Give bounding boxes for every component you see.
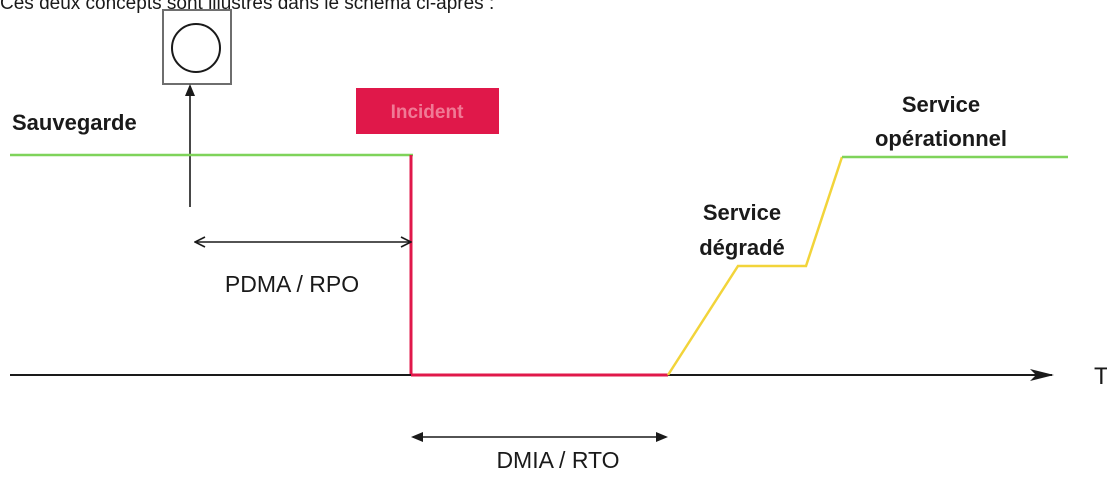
degraded-recovery-line <box>666 156 844 376</box>
incident-label: Incident <box>391 102 465 123</box>
backup-storage-icon <box>162 9 232 85</box>
incident-box <box>356 88 499 134</box>
time-axis-label: T <box>1094 363 1107 390</box>
service-degraded-label-line2: dégradé <box>699 235 785 260</box>
service-operational-label-line2: opérationnel <box>875 126 1007 151</box>
caption-text: Ces deux concepts sont illustrés dans le… <box>0 0 494 14</box>
service-degraded-label-line1: Service <box>703 200 781 225</box>
backup-label: Sauvegarde <box>12 110 137 135</box>
rpo-label: PDMA / RPO <box>225 271 359 297</box>
service-operational-label-line1: Service <box>902 92 980 117</box>
rto-label: DMIA / RTO <box>496 447 619 472</box>
